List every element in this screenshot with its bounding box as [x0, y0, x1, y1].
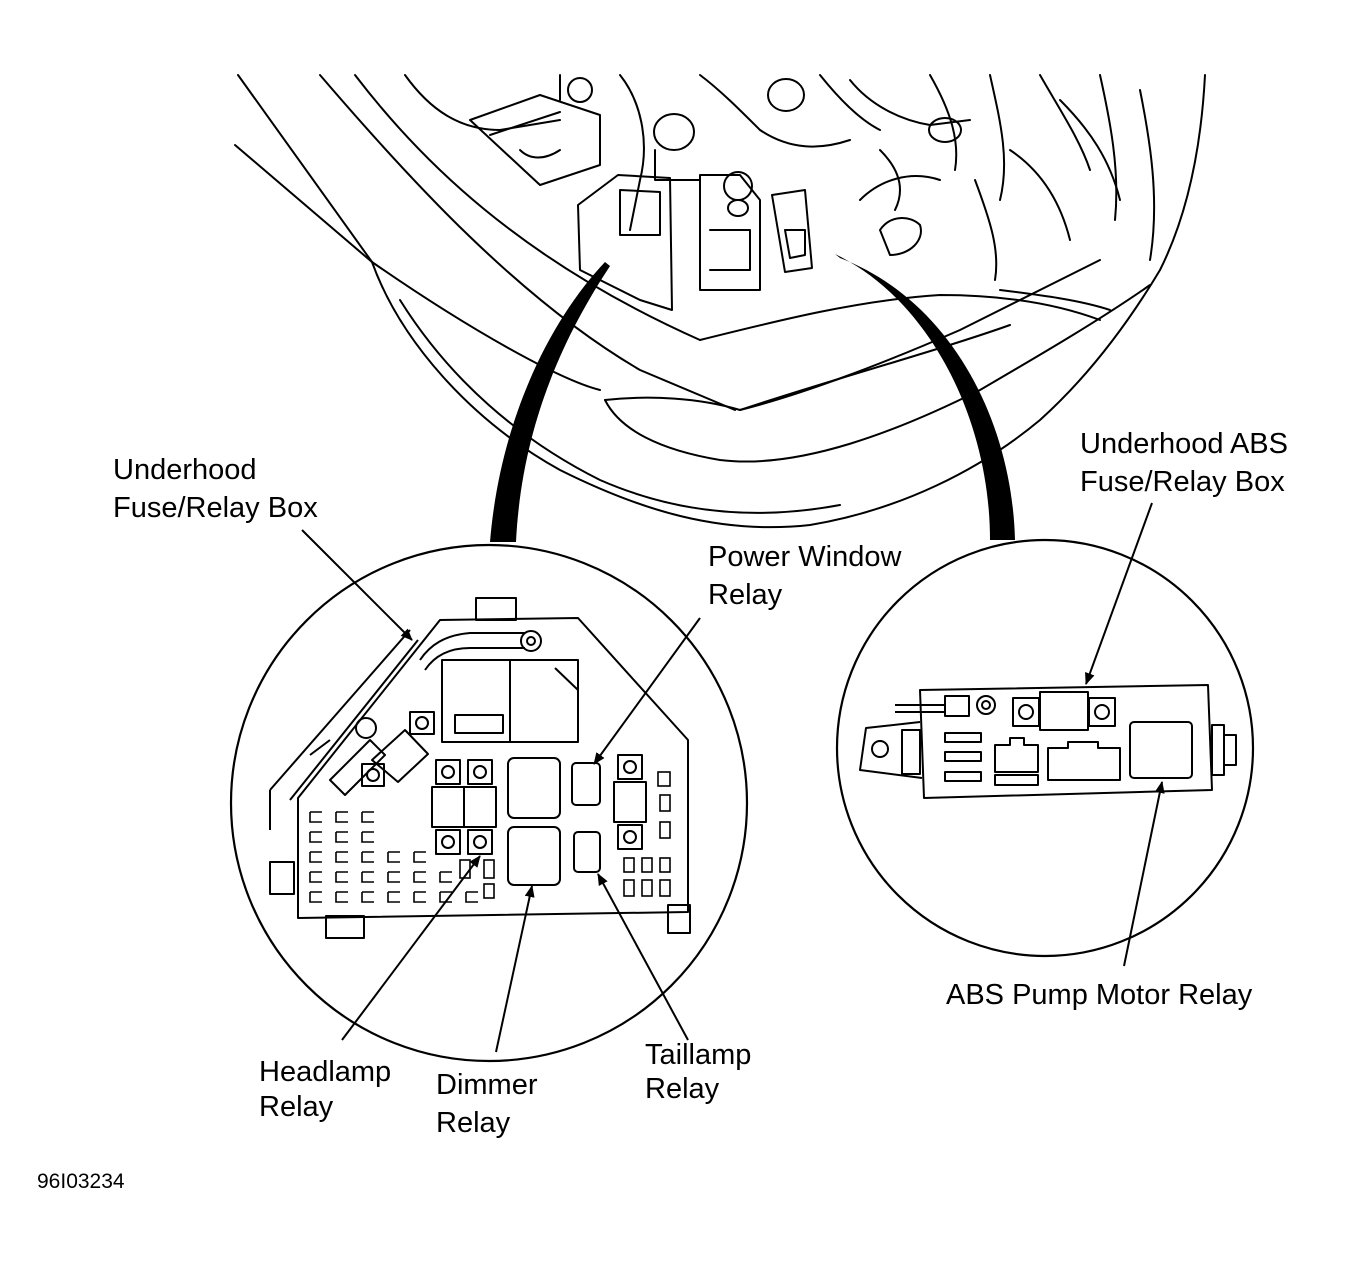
abs-pump-motor-relay-label: ABS Pump Motor Relay — [946, 979, 1253, 1011]
abs-fuse-relay-box — [859, 684, 1237, 799]
mini-fuse-grid — [309, 771, 671, 903]
arrow-headlamp — [341, 855, 481, 1041]
left-detail-circle — [229, 543, 749, 1063]
taillamp-relay-label: Taillamp Relay — [645, 1039, 752, 1105]
arrow-underhood-box — [301, 529, 413, 641]
arrow-dimmer — [495, 885, 535, 1053]
arrow-power-window — [593, 617, 701, 765]
leader-arrows — [301, 502, 1165, 1053]
headlamp-relay-label: Headlamp Relay — [259, 1056, 392, 1123]
arrow-abs-box — [1085, 502, 1153, 685]
callout-loops — [490, 254, 1015, 542]
figure-code: 96I03234 — [37, 1170, 125, 1193]
arrow-abs-pump — [1123, 781, 1165, 967]
engine-compartment-view — [234, 74, 1206, 529]
right-detail-circle — [835, 538, 1255, 958]
arrow-taillamp — [597, 873, 689, 1041]
underhood-box-label: Underhood Fuse/Relay Box — [113, 454, 318, 524]
power-window-relay-label: Power Window Relay — [708, 541, 902, 611]
underhood-fuse-relay-box — [269, 597, 691, 939]
dimmer-relay-label: Dimmer Relay — [436, 1069, 538, 1139]
abs-box-label: Underhood ABS Fuse/Relay Box — [1080, 428, 1288, 498]
